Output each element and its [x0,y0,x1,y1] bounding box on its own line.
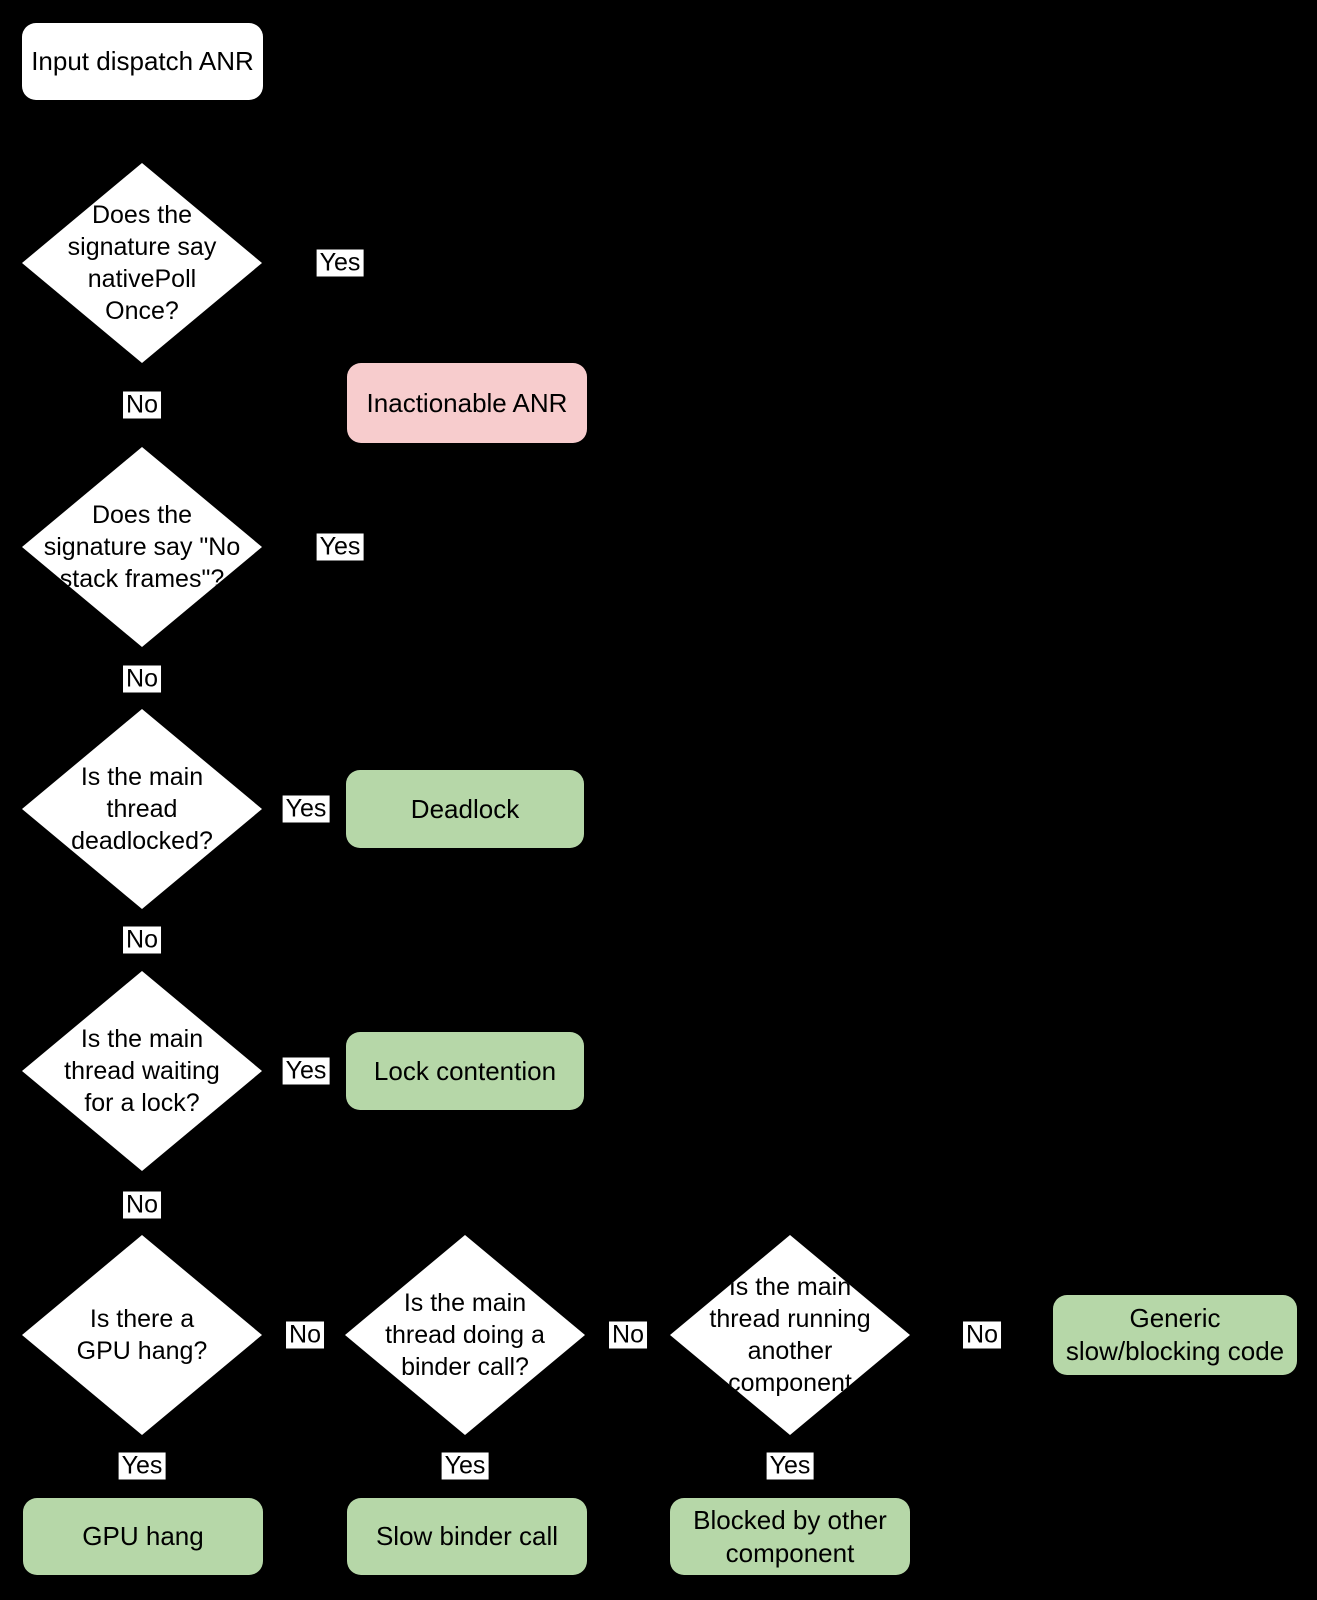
decision-gpu-hang: Is there a GPU hang? [22,1235,262,1435]
decision-no-stack-frames-text: Does the signature say "No stack frames"… [43,501,241,593]
outcome-slow-binder-call: Slow binder call [347,1498,587,1575]
decision-main-thread-waiting-lock: Is the main thread waiting for a lock? [22,971,262,1171]
edge-label-d7-no: No [963,1321,1001,1349]
edge-label-d1-no: No [123,391,161,419]
decision-no-stack-frames: Does the signature say "No stack frames"… [22,447,262,647]
edge-label-d6-no: No [609,1321,647,1349]
edge-label-d3-no: No [123,926,161,954]
outcome-gpu-hang-label: GPU hang [82,1521,204,1551]
outcome-slow-binder-call-label: Slow binder call [375,1521,559,1551]
outcome-generic-slow-blocking-code-label: Generic slow/blocking code [1065,1303,1285,1366]
edge-label-d2-no: No [123,665,161,693]
outcome-inactionable-anr-label: Inactionable ANR [366,387,568,418]
decision-binder-call-text: Is the main thread doing a binder call? [385,1289,545,1381]
edge-label-d2-yes: Yes [316,533,364,561]
outcome-deadlock: Deadlock [346,770,584,848]
decision-running-another-component-text: Is the main thread running another compo… [709,1273,871,1397]
decision-main-thread-waiting-lock-text: Is the main thread waiting for a lock? [64,1025,220,1117]
edge-label-d1-yes: Yes [316,249,364,277]
outcome-generic-slow-blocking-code: Generic slow/blocking code [1053,1295,1297,1375]
decision-binder-call: Is the main thread doing a binder call? [345,1235,585,1435]
edge-label-d4-no: No [123,1191,161,1219]
decision-native-poll-once-text: Does the signature say nativePoll Once? [67,201,217,325]
outcome-gpu-hang: GPU hang [23,1498,263,1575]
decision-native-poll-once: Does the signature say nativePoll Once? [22,163,262,363]
outcome-blocked-by-other-component-label: Blocked by other component [693,1504,887,1568]
outcome-blocked-by-other-component: Blocked by other component [670,1498,910,1575]
outcome-inactionable-anr: Inactionable ANR [347,363,587,443]
outcome-lock-contention: Lock contention [346,1032,584,1110]
edge-label-d5-yes: Yes [118,1452,166,1480]
start-node-label: Input dispatch ANR [31,46,254,76]
edge-label-d5-no: No [286,1321,324,1349]
edge-label-d6-yes: Yes [441,1452,489,1480]
edge-label-d4-yes: Yes [282,1057,330,1085]
decision-main-thread-deadlocked-text: Is the main thread deadlocked? [71,763,213,855]
decision-running-another-component: Is the main thread running another compo… [670,1235,910,1435]
start-node-input-dispatch-anr: Input dispatch ANR [22,23,263,100]
decision-main-thread-deadlocked: Is the main thread deadlocked? [22,709,262,909]
outcome-deadlock-label: Deadlock [410,793,520,824]
decision-gpu-hang-text: Is there a GPU hang? [76,1305,208,1365]
edge-label-d3-yes: Yes [282,795,330,823]
edge-label-d7-yes: Yes [766,1452,814,1480]
outcome-lock-contention-label: Lock contention [373,1055,557,1086]
